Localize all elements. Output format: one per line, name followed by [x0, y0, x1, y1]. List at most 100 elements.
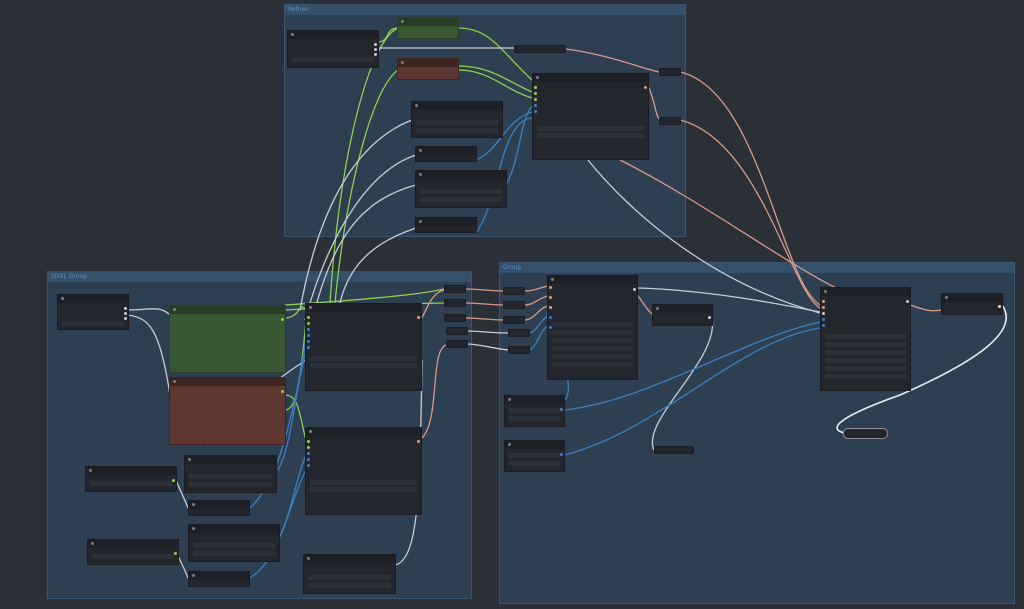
circle-dot-icon[interactable]: [508, 398, 511, 401]
node-widget[interactable]: [509, 408, 560, 413]
circle-dot-icon[interactable]: [307, 557, 310, 560]
circle-dot-icon[interactable]: [824, 290, 827, 293]
node-primitive-g[interactable]: [188, 500, 250, 516]
output-port[interactable]: [906, 300, 909, 303]
input-port[interactable]: [307, 328, 310, 331]
node-widget[interactable]: [189, 482, 272, 487]
node-header[interactable]: [416, 218, 476, 226]
node-widget[interactable]: [825, 334, 906, 339]
node-checkpoint-loader-refiner[interactable]: [287, 30, 379, 68]
node-primitive-f[interactable]: [184, 455, 277, 493]
node-widget[interactable]: [825, 350, 906, 355]
group-title[interactable]: Refiner: [285, 5, 685, 15]
circle-dot-icon[interactable]: [419, 220, 422, 223]
node-widget[interactable]: [509, 453, 560, 458]
node-widget[interactable]: [292, 57, 374, 62]
node-header[interactable]: [398, 59, 458, 67]
input-port[interactable]: [549, 286, 552, 289]
output-port[interactable]: [172, 479, 175, 482]
node-header[interactable]: [189, 501, 249, 509]
circle-dot-icon[interactable]: [61, 297, 64, 300]
output-port[interactable]: [124, 317, 127, 320]
node-primitive-a[interactable]: [411, 101, 503, 138]
input-port[interactable]: [307, 458, 310, 461]
node-header[interactable]: [185, 456, 276, 464]
node-primitive-h[interactable]: [87, 539, 179, 565]
node-reroute[interactable]: [446, 327, 468, 335]
node-widget[interactable]: [420, 197, 502, 202]
node-header[interactable]: [821, 288, 910, 296]
input-port[interactable]: [307, 346, 310, 349]
output-port[interactable]: [417, 440, 420, 443]
node-header[interactable]: [505, 396, 564, 404]
node-header[interactable]: [533, 74, 648, 82]
input-port[interactable]: [534, 86, 537, 89]
node-header[interactable]: [288, 31, 378, 39]
node-widget[interactable]: [193, 551, 275, 556]
node-primitive-d[interactable]: [415, 217, 477, 233]
node-primitive-i[interactable]: [188, 524, 280, 562]
node-header[interactable]: [505, 441, 564, 449]
input-port[interactable]: [822, 318, 825, 321]
node-header[interactable]: [942, 294, 1002, 302]
output-port[interactable]: [124, 312, 127, 315]
node-widget[interactable]: [537, 133, 644, 138]
circle-dot-icon[interactable]: [508, 443, 511, 446]
node-primitive-e[interactable]: [85, 466, 177, 492]
node-widget[interactable]: [552, 338, 633, 343]
group-title[interactable]: Group: [500, 263, 1014, 273]
output-port[interactable]: [998, 305, 1001, 308]
node-reroute[interactable]: [654, 446, 694, 454]
input-port[interactable]: [307, 322, 310, 325]
node-widget[interactable]: [537, 126, 644, 131]
input-port[interactable]: [307, 316, 310, 319]
node-widget[interactable]: [825, 358, 906, 363]
output-port[interactable]: [560, 453, 563, 456]
node-reroute[interactable]: [446, 340, 468, 348]
node-widget[interactable]: [552, 354, 633, 359]
node-save-image[interactable]: [941, 293, 1003, 315]
node-vae-decode[interactable]: [652, 304, 713, 326]
node-widget[interactable]: [62, 321, 124, 326]
circle-dot-icon[interactable]: [192, 503, 195, 506]
input-port[interactable]: [822, 306, 825, 309]
node-ultimate-upscale[interactable]: [820, 287, 911, 391]
input-port[interactable]: [534, 98, 537, 101]
node-negative-prompt-base[interactable]: [169, 377, 286, 445]
node-upscale-sampler[interactable]: [547, 275, 638, 380]
node-reroute[interactable]: [444, 314, 466, 322]
node-header[interactable]: [306, 304, 421, 312]
node-widget[interactable]: [552, 346, 633, 351]
node-header[interactable]: [398, 18, 458, 26]
circle-dot-icon[interactable]: [415, 104, 418, 107]
circle-dot-icon[interactable]: [89, 469, 92, 472]
node-widget[interactable]: [416, 120, 498, 125]
input-port[interactable]: [307, 334, 310, 337]
circle-dot-icon[interactable]: [551, 278, 554, 281]
circle-dot-icon[interactable]: [309, 430, 312, 433]
output-port[interactable]: [644, 86, 647, 89]
node-positive-prompt-refiner[interactable]: [397, 17, 459, 39]
input-port[interactable]: [822, 312, 825, 315]
node-widget[interactable]: [193, 543, 275, 548]
output-port[interactable]: [281, 390, 284, 393]
node-empty-latent[interactable]: [303, 554, 396, 594]
node-widget[interactable]: [310, 363, 417, 368]
node-ksampler-base[interactable]: [305, 303, 422, 391]
node-widget[interactable]: [420, 189, 502, 194]
output-port[interactable]: [633, 288, 636, 291]
circle-dot-icon[interactable]: [91, 542, 94, 545]
node-preview-collapsed[interactable]: [843, 428, 888, 439]
input-port[interactable]: [307, 440, 310, 443]
node-reroute[interactable]: [503, 301, 525, 309]
output-port[interactable]: [374, 48, 377, 51]
node-primitive-b[interactable]: [415, 146, 477, 162]
output-port[interactable]: [174, 552, 177, 555]
node-upscale-model-b[interactable]: [504, 440, 565, 472]
node-ksampler-refiner[interactable]: [532, 73, 649, 160]
node-widget[interactable]: [552, 330, 633, 335]
circle-dot-icon[interactable]: [188, 458, 191, 461]
node-checkpoint-loader-base[interactable]: [57, 294, 129, 330]
node-widget[interactable]: [509, 416, 560, 421]
input-port[interactable]: [307, 464, 310, 467]
